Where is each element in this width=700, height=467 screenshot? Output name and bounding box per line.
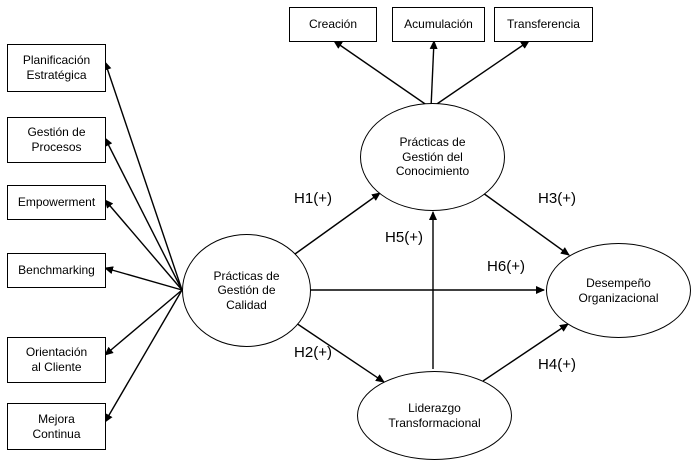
- box-benchmarking-label: Benchmarking: [18, 263, 95, 278]
- ellipse-liderazgo-transformacional-label: Liderazgo Transformacional: [388, 400, 481, 430]
- arrow-h4-leadership-to-performance: [482, 323, 569, 382]
- box-mejora-continua-label: Mejora Continua: [32, 411, 81, 441]
- box-planificacion-estrategica: Planificación Estratégica: [7, 44, 106, 92]
- ellipse-desempeno-organizacional-label: Desempeño Organizacional: [578, 275, 659, 305]
- arrow-quality-to-orientacion-cliente: [104, 289, 183, 356]
- box-gestion-de-procesos-label: Gestión de Procesos: [27, 125, 86, 154]
- arrow-knowledge-to-acumulacion: [429, 40, 438, 109]
- box-creacion: Creación: [289, 7, 377, 42]
- hypothesis-label-h2: H2(+): [294, 344, 332, 361]
- box-mejora-continua: Mejora Continua: [7, 403, 106, 450]
- hypothesis-label-h6: H6(+): [487, 258, 525, 275]
- arrow-h3-knowledge-to-performance: [482, 192, 570, 256]
- box-empowerment: Empowerment: [7, 185, 106, 220]
- hypothesis-label-h3: H3(+): [538, 190, 576, 207]
- arrow-quality-to-planificacion: [103, 61, 183, 291]
- hypothesis-label-h4: H4(+): [538, 356, 576, 373]
- arrow-knowledge-to-creacion: [333, 40, 432, 109]
- arrow-h2-quality-to-leadership: [295, 322, 385, 383]
- arrow-h1-quality-to-knowledge: [294, 192, 381, 255]
- arrow-quality-to-empowerment: [104, 199, 183, 291]
- ellipse-practicas-gestion-conocimiento-label: Prácticas de Gestión del Conocimiento: [395, 135, 470, 179]
- box-planificacion-estrategica-label: Planificación Estratégica: [22, 53, 91, 82]
- ellipse-practicas-gestion-calidad: Prácticas de Gestión de Calidad: [182, 234, 311, 347]
- arrow-quality-to-mejora-continua: [104, 289, 183, 423]
- hypothesis-label-h5: H5(+): [385, 229, 423, 246]
- box-acumulacion-label: Acumulación: [404, 17, 473, 32]
- ellipse-liderazgo-transformacional: Liderazgo Transformacional: [357, 371, 512, 460]
- arrow-quality-to-benchmarking: [104, 266, 183, 291]
- box-orientacion-al-cliente-label: Orientación al Cliente: [25, 345, 88, 374]
- ellipse-practicas-gestion-calidad-label: Prácticas de Gestión de Calidad: [213, 268, 280, 312]
- box-gestion-de-procesos: Gestión de Procesos: [7, 117, 106, 163]
- ellipse-practicas-gestion-conocimiento: Prácticas de Gestión del Conocimiento: [360, 103, 505, 211]
- box-transferencia-label: Transferencia: [507, 17, 580, 32]
- hypothesis-label-h1: H1(+): [294, 190, 332, 207]
- box-orientacion-al-cliente: Orientación al Cliente: [7, 337, 106, 383]
- box-acumulacion: Acumulación: [392, 7, 485, 42]
- arrow-quality-to-gestion-procesos: [104, 137, 183, 291]
- box-empowerment-label: Empowerment: [17, 195, 96, 210]
- box-benchmarking: Benchmarking: [7, 253, 106, 288]
- ellipse-desempeno-organizacional: Desempeño Organizacional: [546, 243, 691, 338]
- box-transferencia: Transferencia: [494, 7, 593, 42]
- box-creacion-label: Creación: [308, 17, 358, 32]
- arrow-knowledge-to-transferencia: [430, 40, 530, 109]
